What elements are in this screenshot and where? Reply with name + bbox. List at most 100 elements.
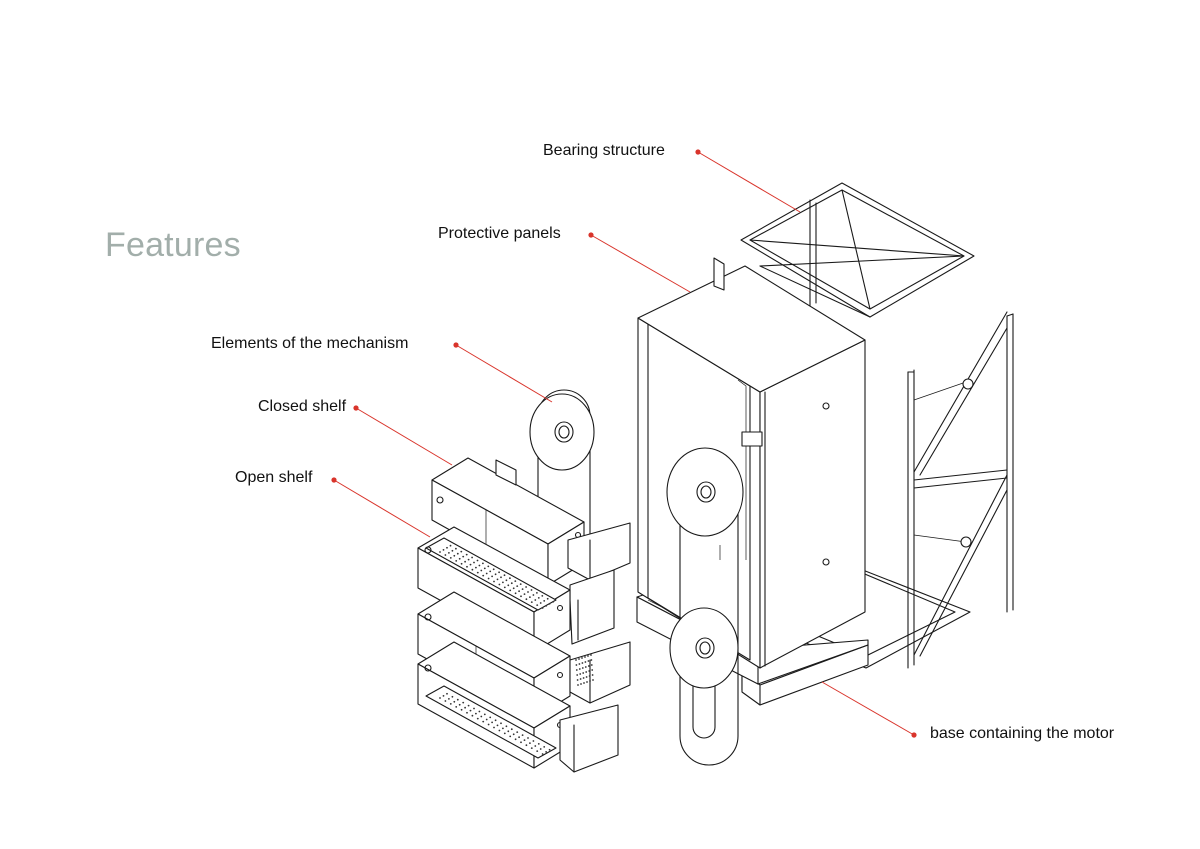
leader-bearing-structure bbox=[697, 151, 801, 213]
perforation-dot bbox=[503, 574, 506, 577]
perforation-dot bbox=[582, 672, 585, 674]
perforation-dot bbox=[455, 706, 458, 708]
perforation-dot bbox=[476, 571, 479, 574]
perforation-dot bbox=[449, 544, 452, 547]
perforation-dot bbox=[500, 722, 502, 725]
perforation-dot bbox=[507, 730, 510, 733]
perforation-dot bbox=[492, 568, 495, 571]
perforation-dot bbox=[442, 549, 445, 551]
perforation-dot bbox=[446, 546, 448, 549]
perforation-dot bbox=[449, 703, 452, 705]
perforation-dot bbox=[523, 593, 526, 595]
leader-protective-panels bbox=[590, 234, 691, 293]
perforation-dot bbox=[532, 594, 535, 596]
perforation-dot bbox=[514, 592, 517, 595]
perforation-dot bbox=[491, 721, 493, 724]
perforation-dot bbox=[514, 580, 517, 582]
perforation-drawer-tail bbox=[575, 654, 594, 686]
open-shelf-3 bbox=[417, 641, 619, 773]
perforation-dot bbox=[509, 577, 511, 580]
perforation-dot bbox=[536, 592, 538, 594]
perforation-dot bbox=[536, 604, 539, 606]
perforation-dot bbox=[525, 598, 528, 601]
mechanism-lower bbox=[669, 607, 739, 739]
perforation-dot bbox=[482, 574, 485, 577]
perforation-dot bbox=[485, 718, 488, 721]
perforation-dot bbox=[473, 707, 475, 710]
perforation-dot bbox=[580, 683, 582, 685]
perforation-dot bbox=[584, 666, 587, 668]
perforation-dot bbox=[448, 552, 450, 554]
perforation-dot bbox=[589, 680, 591, 682]
perforation-dot bbox=[455, 547, 457, 550]
perforation-dot bbox=[482, 720, 485, 723]
perforation-dot bbox=[442, 695, 445, 697]
leader-dot-protective-panels bbox=[588, 232, 594, 238]
perforation-dot bbox=[584, 661, 587, 663]
perforation-dot bbox=[485, 572, 488, 575]
perforation-dot bbox=[521, 734, 524, 736]
perforation-open-shelf-1 bbox=[439, 544, 554, 609]
top-frame bbox=[740, 182, 975, 318]
perforation-dot bbox=[588, 670, 591, 672]
perforation-dot bbox=[578, 658, 580, 660]
perforation-dot bbox=[483, 713, 486, 716]
perforation-dot bbox=[582, 677, 585, 679]
perforation-dot bbox=[525, 744, 528, 747]
perforation-dot bbox=[536, 750, 539, 752]
perforation-dot bbox=[510, 728, 513, 731]
perforation-dot bbox=[514, 738, 517, 741]
perforation-dot bbox=[473, 561, 475, 564]
perforation-dot bbox=[585, 671, 588, 673]
perforation-dot bbox=[545, 751, 547, 753]
perforation-dot bbox=[491, 575, 493, 578]
perforation-dot bbox=[487, 723, 490, 726]
perforation-dot bbox=[539, 748, 542, 750]
perforation-dot bbox=[527, 737, 529, 739]
perforation-dot bbox=[579, 673, 582, 675]
perforation-dot bbox=[532, 740, 535, 742]
perforation-dot bbox=[577, 684, 579, 686]
perforation-dot bbox=[444, 554, 447, 556]
perforation-dot bbox=[509, 735, 512, 738]
perforation-dot bbox=[529, 596, 531, 598]
label-mechanism-elements: Elements of the mechanism bbox=[211, 335, 409, 352]
leader-dot-open-shelf bbox=[331, 477, 337, 483]
perforation-dot bbox=[537, 597, 540, 599]
perforation-dot bbox=[487, 577, 490, 580]
perforation-open-shelf-3 bbox=[439, 692, 551, 755]
perforation-dot bbox=[587, 665, 590, 667]
perforation-dot bbox=[464, 706, 466, 709]
perforation-dot bbox=[516, 585, 519, 587]
leader-dot-mechanism bbox=[453, 342, 459, 348]
perforation-dot bbox=[581, 657, 583, 659]
page-title: Features bbox=[105, 226, 241, 264]
perforation-dot bbox=[478, 564, 481, 567]
perforation-dot bbox=[460, 550, 463, 553]
perforation-dot bbox=[548, 748, 551, 751]
perforation-dot bbox=[519, 583, 522, 585]
perforation-dot bbox=[460, 562, 463, 565]
perforation-dot bbox=[583, 682, 585, 684]
perforation-dot bbox=[576, 679, 579, 681]
perforation-dot bbox=[471, 568, 474, 571]
perforation-dot bbox=[456, 552, 459, 555]
perforation-dot bbox=[502, 727, 504, 730]
perforation-dot bbox=[480, 569, 483, 572]
perforation-dot bbox=[545, 605, 547, 607]
leader-closed-shelf bbox=[355, 407, 453, 466]
perforation-dot bbox=[496, 578, 499, 581]
perforation-dot bbox=[462, 555, 465, 558]
perforation-dot bbox=[588, 675, 591, 677]
label-protective-panels: Protective panels bbox=[438, 225, 561, 242]
rear-panel-strip bbox=[713, 257, 725, 291]
perforation-dot bbox=[521, 588, 524, 590]
perforation-dot bbox=[578, 663, 581, 665]
perforation-dot bbox=[543, 600, 546, 602]
perforation-dot bbox=[587, 660, 590, 662]
cabinet bbox=[637, 265, 866, 669]
leader-open-shelf bbox=[333, 479, 431, 538]
perforation-dot bbox=[469, 709, 472, 712]
leader-dot-bearing-structure bbox=[695, 149, 701, 155]
